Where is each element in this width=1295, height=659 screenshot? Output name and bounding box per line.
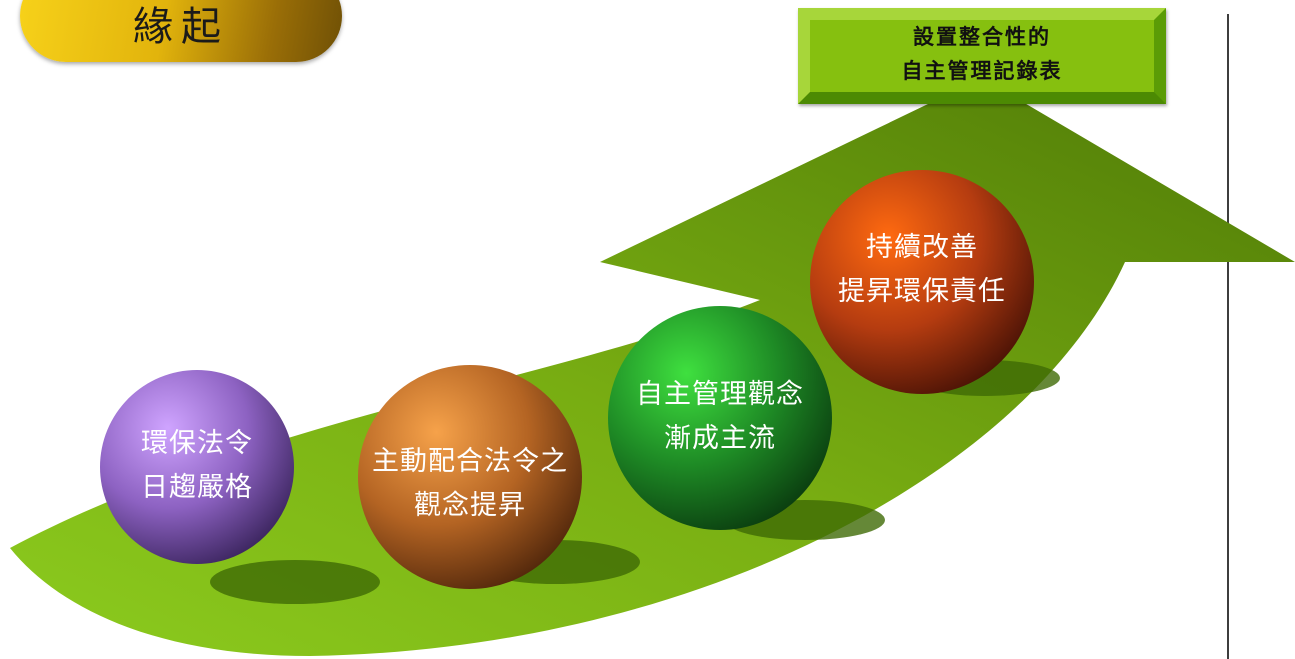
divider-line [1227,14,1229,659]
ball-shadow [210,560,380,604]
stage-ball-1 [100,370,294,564]
stage-3-line-1: 自主管理觀念 [636,379,804,410]
stage-4-line-1: 持續改善 [866,232,978,263]
stage-ball-4 [810,170,1034,394]
page-title: 緣起 [133,4,229,50]
stage-2-label: 主動配合法令之 觀念提昇 [360,440,580,528]
goal-label: 設置整合性的 自主管理記錄表 [798,20,1166,88]
stage-3-line-2: 漸成主流 [664,423,776,454]
stage-1-line-2: 日趨嚴格 [141,472,253,503]
stage-ball-3 [608,306,832,530]
goal-box [798,8,1166,104]
stage-3-label: 自主管理觀念 漸成主流 [615,373,825,461]
stage-4-label: 持續改善 提昇環保責任 [817,226,1027,314]
stage-1-line-1: 環保法令 [141,428,253,459]
goal-line-1: 設置整合性的 [913,25,1051,49]
stage-2-line-2: 觀念提昇 [414,490,526,521]
stage-2-line-1: 主動配合法令之 [372,446,568,477]
stage-4-line-2: 提昇環保責任 [838,276,1006,307]
goal-line-2: 自主管理記錄表 [901,59,1063,83]
stage-ball-2 [358,365,582,589]
stage-1-label: 環保法令 日趨嚴格 [117,422,277,510]
title-pill [20,0,342,62]
